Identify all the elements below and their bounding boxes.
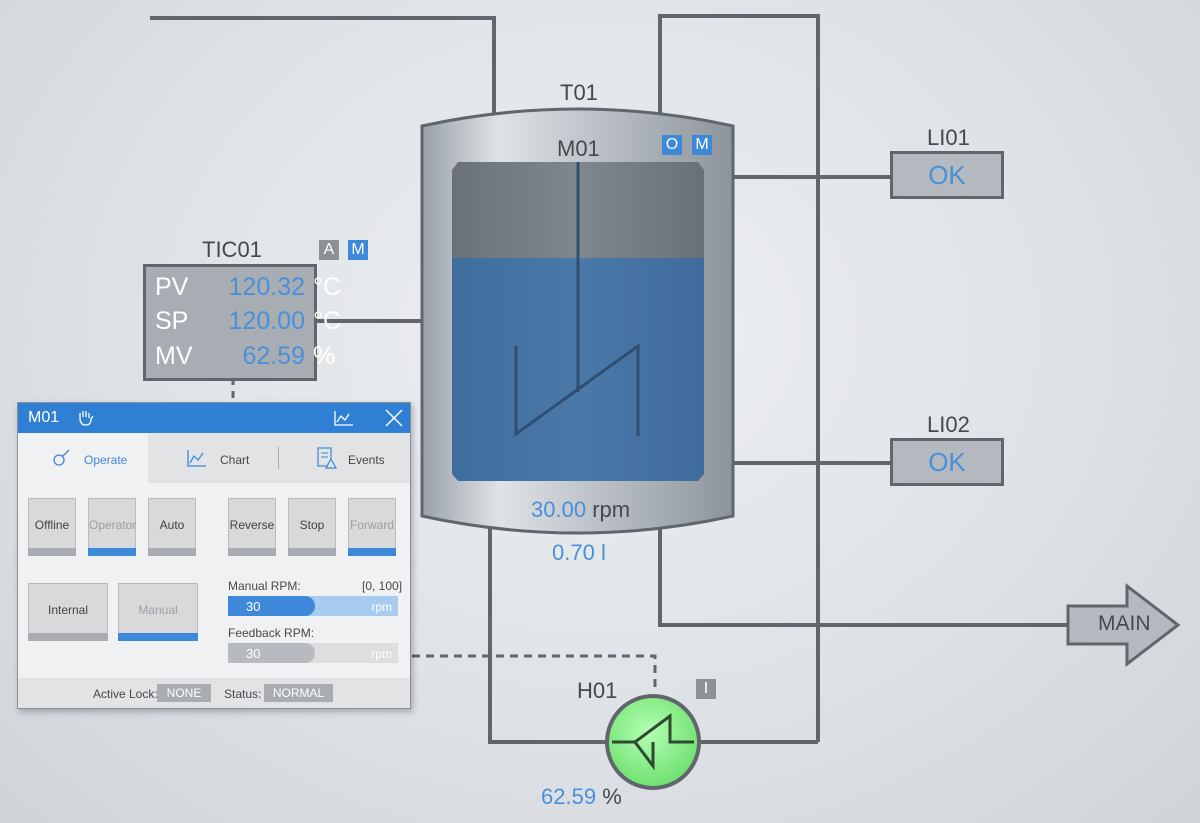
close-icon[interactable]	[384, 408, 404, 428]
feedback-rpm-bar: 30 rpm	[228, 643, 398, 663]
feedback-rpm-label: Feedback RPM:	[228, 626, 315, 640]
tic-badge-a[interactable]: A	[319, 240, 339, 260]
offline-button[interactable]: Offline	[28, 498, 76, 556]
agitator	[514, 162, 640, 437]
main-arrow	[1066, 582, 1181, 668]
heater-tag: H01	[577, 678, 618, 703]
manual-rpm-fill	[228, 596, 315, 616]
tab-operate[interactable]: Operate	[18, 433, 148, 483]
inlet-pipe	[150, 16, 496, 113]
manual-rpm-slider[interactable]: 30 rpm	[228, 596, 398, 616]
status-label: Status:	[224, 687, 262, 701]
active-lock-label: Active Lock:	[93, 687, 158, 701]
chart-icon	[187, 450, 206, 467]
tic-badge-m[interactable]: M	[348, 240, 368, 260]
motor-popup: M01 Operate Chart	[17, 402, 411, 709]
manual-button[interactable]: Manual	[118, 583, 198, 641]
gear-icon	[53, 449, 70, 466]
heater-badge[interactable]: I	[696, 679, 716, 699]
forward-button[interactable]: Forward	[348, 498, 396, 556]
manual-rpm-range: [0, 100]	[362, 579, 403, 593]
feedback-signal-line	[398, 654, 657, 690]
operator-button[interactable]: Operator	[88, 498, 136, 556]
auto-button[interactable]: Auto	[148, 498, 196, 556]
popup-tabs: Operate Chart Events	[18, 433, 410, 483]
feedback-rpm-value: 30	[246, 646, 261, 661]
motor-badge-m[interactable]: M	[692, 135, 712, 155]
status-value: NORMAL	[264, 684, 333, 702]
tank-tag: T01	[560, 80, 598, 105]
trend-icon[interactable]	[333, 409, 355, 427]
events-icon	[317, 447, 338, 469]
li02-indicator[interactable]: OK	[890, 438, 1004, 486]
li01-indicator[interactable]: OK	[890, 151, 1004, 199]
manual-rpm-unit: rpm	[371, 600, 392, 614]
heater-output-readout: 62.59 %	[541, 784, 622, 809]
main-outlet-pipe	[658, 528, 1068, 627]
heater-symbol	[612, 713, 694, 744]
motor-tag: M01	[557, 136, 600, 161]
internal-button[interactable]: Internal	[28, 583, 108, 641]
stop-button[interactable]: Stop	[288, 498, 336, 556]
li01-tag: LI01	[927, 125, 970, 150]
main-outlet-label[interactable]: MAIN	[1098, 612, 1151, 635]
tab-events[interactable]: Events	[280, 433, 410, 483]
tab-chart[interactable]: Chart	[148, 433, 278, 483]
manual-rpm-value: 30	[246, 599, 261, 614]
feedback-rpm-unit: rpm	[371, 647, 392, 661]
li02-tag: LI02	[927, 412, 970, 437]
active-lock-value: NONE	[157, 684, 211, 702]
popup-header[interactable]: M01	[18, 403, 410, 433]
motor-badge-o[interactable]: O	[662, 135, 682, 155]
heater-inlet-pipe	[488, 528, 608, 744]
reverse-button[interactable]: Reverse	[228, 498, 276, 556]
motor-speed-readout: 30.00 rpm	[531, 497, 631, 522]
manual-rpm-label: Manual RPM:	[228, 579, 301, 593]
hand-icon[interactable]	[76, 409, 96, 427]
recycle-pipe	[658, 14, 820, 742]
feedback-rpm-fill	[228, 643, 315, 663]
tank-level-readout: 0.70 l	[552, 540, 606, 565]
tic-tag: TIC01	[202, 237, 262, 262]
popup-footer: Active Lock: NONE Status: NORMAL	[18, 678, 410, 708]
popup-title: M01	[28, 409, 60, 426]
